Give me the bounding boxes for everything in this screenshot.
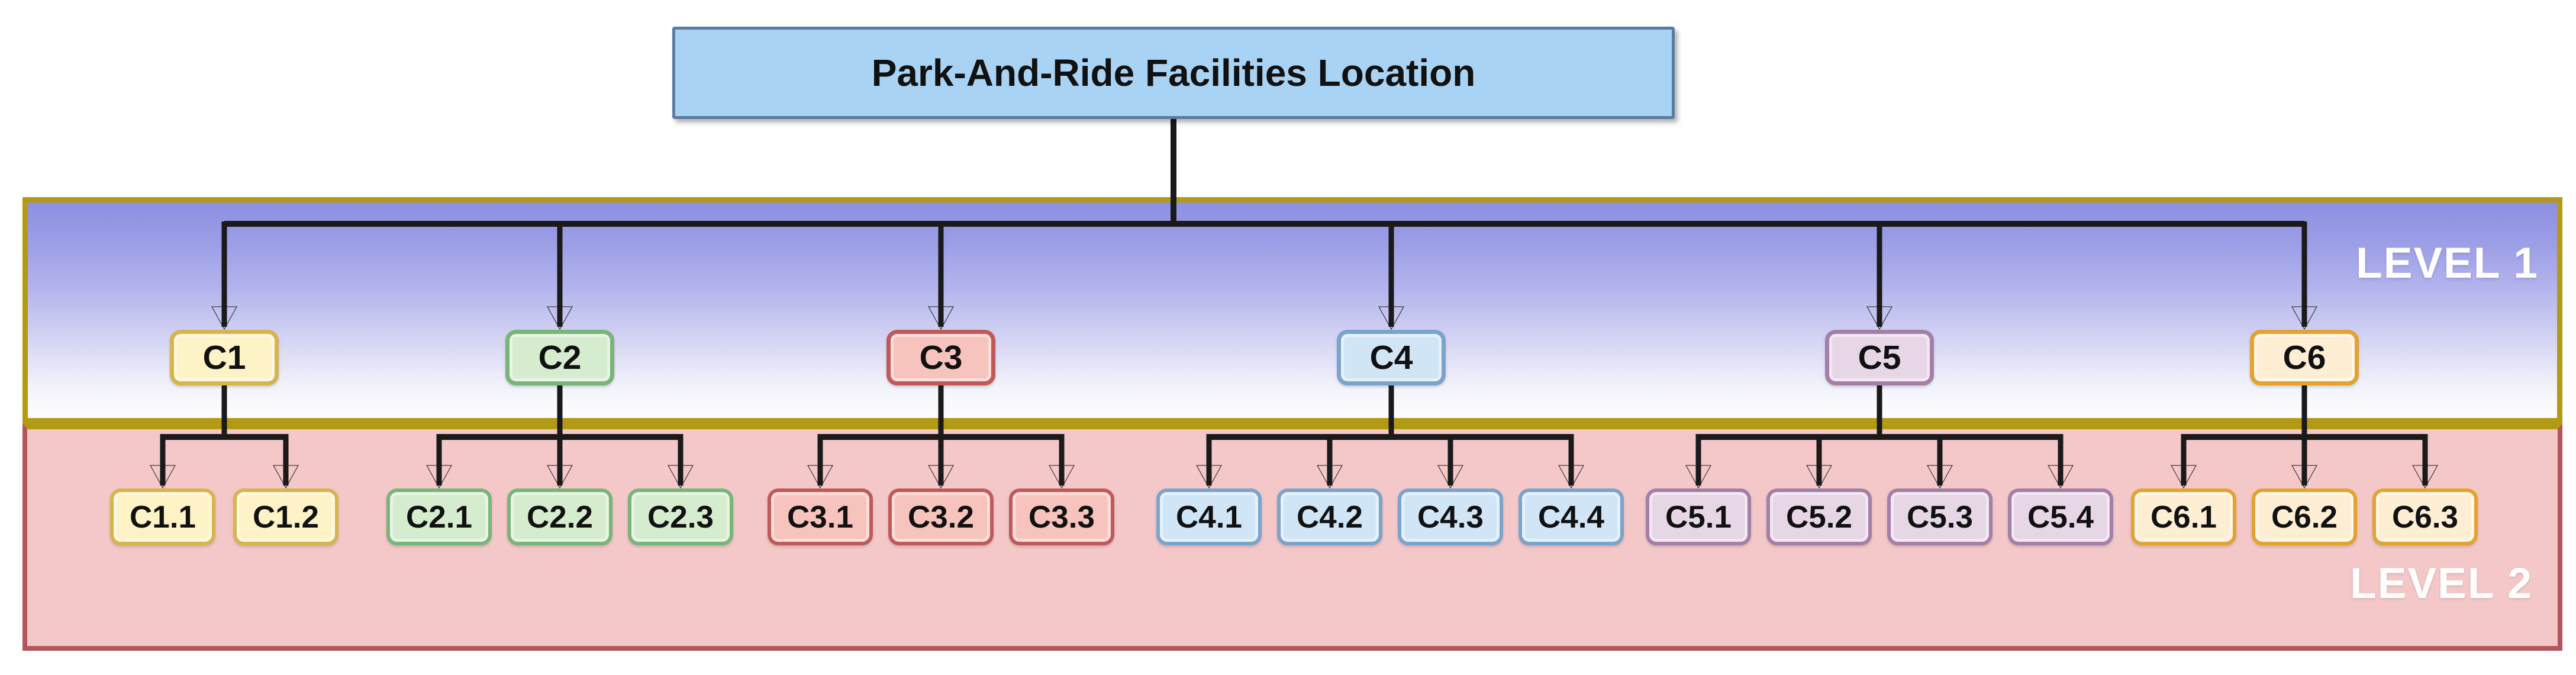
root-node: Park-And-Ride Facilities Location <box>672 27 1675 119</box>
child-node-c3-1: C3.1 <box>768 488 873 545</box>
child-node-c1-2: C1.2 <box>233 488 338 545</box>
parent-node-c5: C5 <box>1825 330 1934 385</box>
child-node-c2-3: C2.3 <box>628 488 733 545</box>
parent-node-c2: C2 <box>505 330 614 385</box>
c3-subtree-connectors <box>807 384 1075 489</box>
c4-subtree-connectors <box>1196 384 1584 489</box>
child-node-c4-3: C4.3 <box>1398 488 1503 545</box>
child-node-c6-2: C6.2 <box>2252 488 2357 545</box>
child-node-c4-4: C4.4 <box>1518 488 1624 545</box>
child-node-c3-2: C3.2 <box>888 488 994 545</box>
child-node-c1-1: C1.1 <box>110 488 215 545</box>
level-1-band <box>22 197 2562 423</box>
child-node-c2-2: C2.2 <box>507 488 612 545</box>
parent-node-c3: C3 <box>886 330 995 385</box>
parent-node-c4: C4 <box>1337 330 1446 385</box>
child-node-c4-1: C4.1 <box>1156 488 1262 545</box>
root-to-level1-connectors <box>211 117 2317 330</box>
parent-node-c1: C1 <box>170 330 279 385</box>
child-node-c5-3: C5.3 <box>1887 488 1993 545</box>
child-node-c5-1: C5.1 <box>1646 488 1751 545</box>
child-node-c6-3: C6.3 <box>2372 488 2478 545</box>
c5-subtree-connectors <box>1685 384 2074 489</box>
c1-subtree-connectors <box>150 384 299 489</box>
parent-node-c6: C6 <box>2250 330 2359 385</box>
child-node-c5-4: C5.4 <box>2008 488 2113 545</box>
child-node-c3-3: C3.3 <box>1009 488 1114 545</box>
level-1-label: LEVEL 1 <box>2356 239 2539 287</box>
child-node-c6-1: C6.1 <box>2131 488 2236 545</box>
child-node-c4-2: C4.2 <box>1277 488 1382 545</box>
c6-subtree-connectors <box>2171 384 2438 489</box>
child-node-c5-2: C5.2 <box>1766 488 1872 545</box>
c2-subtree-connectors <box>426 384 694 489</box>
level-2-label: LEVEL 2 <box>2350 560 2533 608</box>
child-node-c2-1: C2.1 <box>386 488 492 545</box>
